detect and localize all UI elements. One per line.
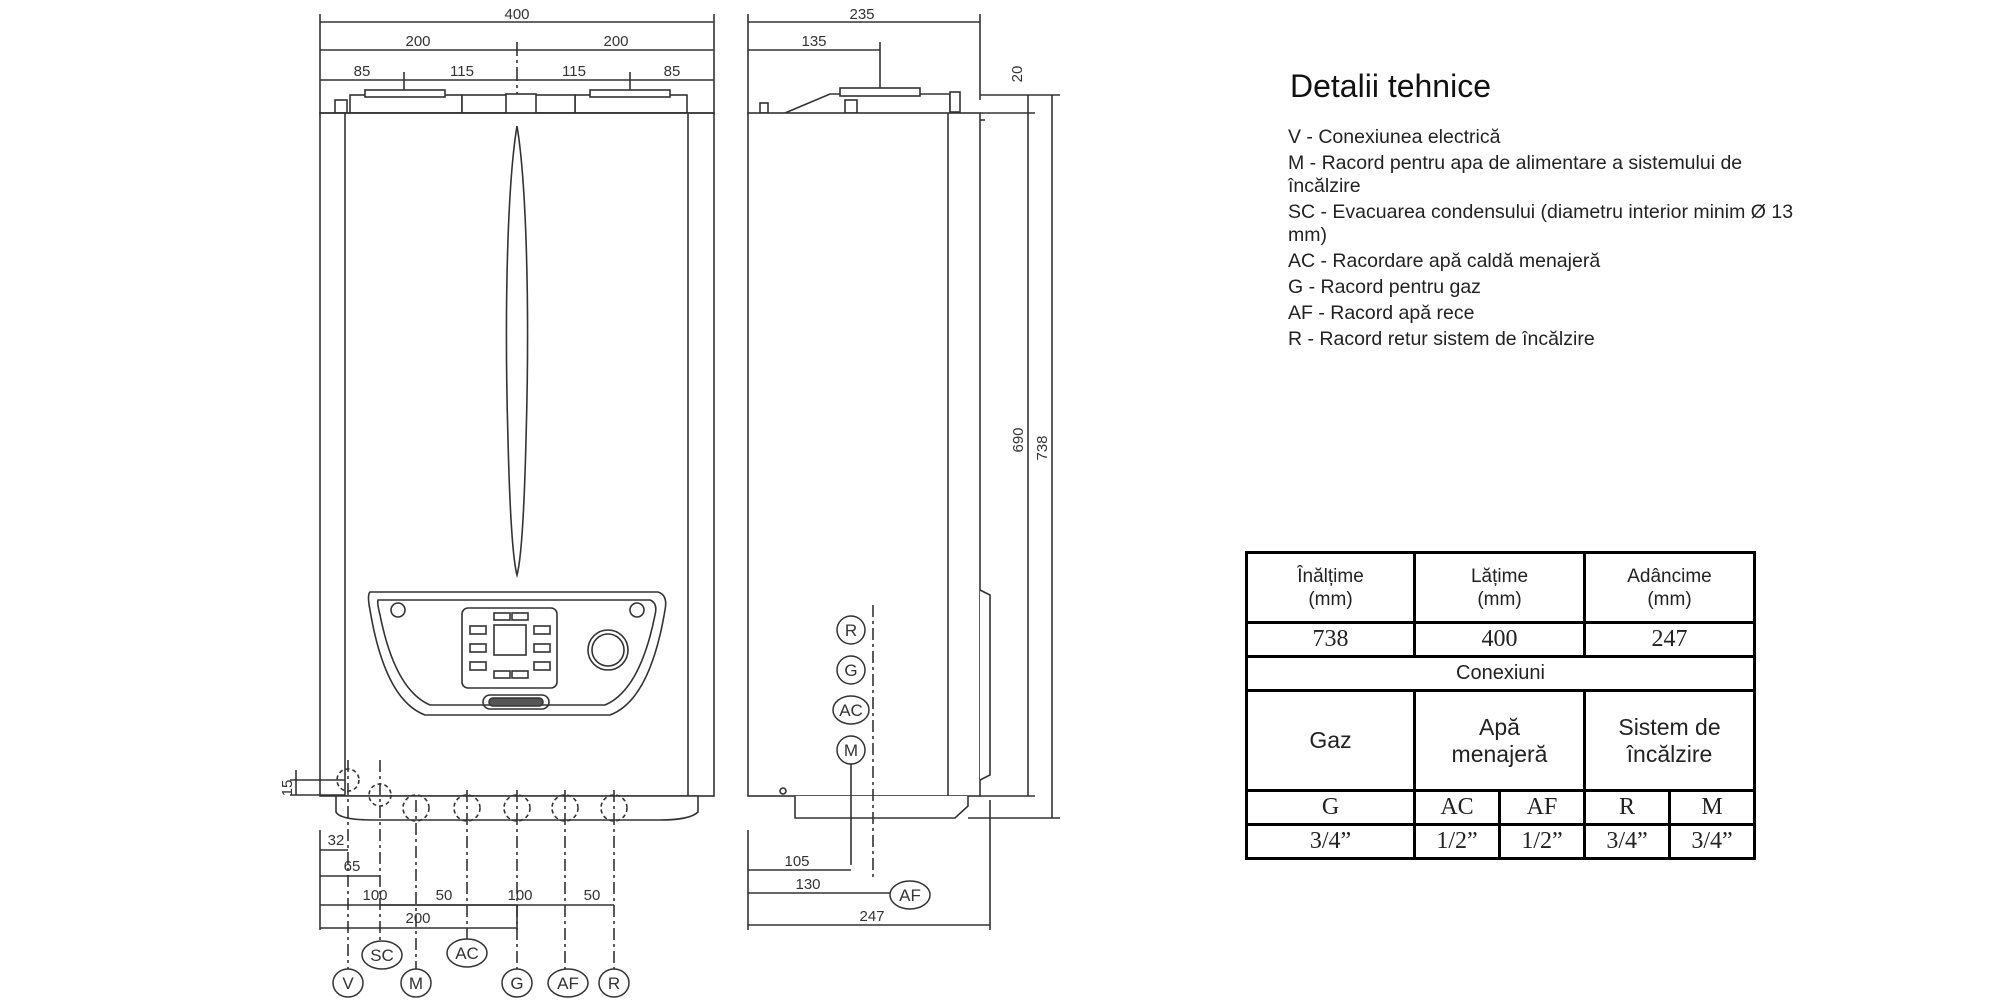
spec-table: Înălțime (mm) Lățime (mm) Adâncime (mm) … [1245,551,1756,860]
value-depth: 247 [1583,621,1756,658]
side-label-r: R [836,615,866,645]
group-heating-system: Sistem de încălzire [1583,689,1756,792]
label-ac: AC [446,938,488,968]
front-view [290,14,715,985]
code-g: G [1245,789,1416,826]
label-af: AF [547,968,589,998]
dim-100-b: 100 [507,887,532,904]
code-r: R [1583,789,1671,826]
label-m: M [400,968,432,998]
dim-15: 15 [279,780,296,797]
dim-50-a: 50 [436,887,453,904]
dim-247: 247 [859,908,884,925]
legend-item: R - Racord retur sistem de încălzire [1288,328,1595,350]
label-r: R [598,968,630,998]
dim-115-right: 115 [562,63,586,80]
svg-text:G: G [510,974,523,993]
dim-130: 130 [795,876,820,893]
legend-item: M - Racord pentru apa de alimentare a si… [1288,152,1743,197]
side-label-g: G [836,655,866,685]
header-depth: Adâncime (mm) [1583,551,1756,624]
side-dimensions: 235 135 20 690 738 105 130 247 [784,6,1051,925]
group-gas: Gaz [1245,689,1416,792]
label-sc: SC [361,940,403,970]
dim-85-right: 85 [664,63,681,80]
side-label-af: AF [889,880,931,910]
dim-235: 235 [849,6,874,23]
dim-100-a: 100 [362,887,387,904]
dim-32: 32 [328,832,345,849]
legend-item: AC - Racordare apă caldă menajeră [1288,250,1601,272]
side-view [747,14,1060,930]
size-r: 3/4” [1583,823,1671,860]
code-ac: AC [1413,789,1501,826]
dim-105: 105 [784,853,809,870]
dim-20: 20 [1009,66,1026,83]
side-connection-labels: R G AC M AF [832,615,931,910]
side-label-m: M [836,735,866,765]
dim-690: 690 [1010,427,1027,452]
svg-text:R: R [845,621,857,640]
header-height: Înălțime (mm) [1245,551,1416,624]
dim-65: 65 [344,858,361,875]
svg-text:AC: AC [839,701,863,720]
code-af: AF [1498,789,1586,826]
code-m: M [1668,789,1756,826]
panel-title: Detalii tehnice [1290,68,1491,104]
svg-text:AF: AF [899,886,921,905]
size-g: 3/4” [1245,823,1416,860]
dim-85-left: 85 [354,63,371,80]
dim-200-left: 200 [405,33,430,50]
side-label-ac: AC [832,695,870,725]
svg-text:V: V [342,974,354,993]
dim-200-bottom: 200 [405,910,430,927]
svg-text:M: M [409,974,423,993]
dim-115-left: 115 [450,63,474,80]
dim-135: 135 [801,33,826,50]
svg-text:SC: SC [370,946,394,965]
value-height: 738 [1245,621,1416,658]
svg-text:AF: AF [557,974,579,993]
svg-text:M: M [844,741,858,760]
group-domestic-water: Apă menajeră [1413,689,1586,792]
legend-list: V - Conexiunea electrică M - Racord pent… [1288,126,1808,354]
label-v: V [332,968,364,998]
svg-text:R: R [608,974,620,993]
legend-item: SC - Evacuarea condensului (diametru int… [1288,201,1794,246]
svg-text:AC: AC [455,944,479,963]
header-width: Lățime (mm) [1413,551,1586,624]
connections-label: Conexiuni [1245,655,1756,692]
dim-738: 738 [1034,435,1051,460]
dim-400: 400 [504,6,529,23]
size-m: 3/4” [1668,823,1756,860]
legend-item: AF - Racord apă rece [1288,302,1475,324]
value-width: 400 [1413,621,1586,658]
size-ac: 1/2” [1413,823,1501,860]
legend-item: G - Racord pentru gaz [1288,276,1481,298]
size-af: 1/2” [1498,823,1586,860]
dim-200-right: 200 [603,33,628,50]
svg-text:G: G [844,661,857,680]
label-g: G [501,968,533,998]
front-connection-labels: V SC M AC G AF R [332,938,630,998]
dim-50-b: 50 [584,887,601,904]
legend-item: V - Conexiunea electrică [1288,126,1501,148]
front-dimensions: 400 200 200 85 115 115 85 15 32 65 100 5… [279,6,680,927]
